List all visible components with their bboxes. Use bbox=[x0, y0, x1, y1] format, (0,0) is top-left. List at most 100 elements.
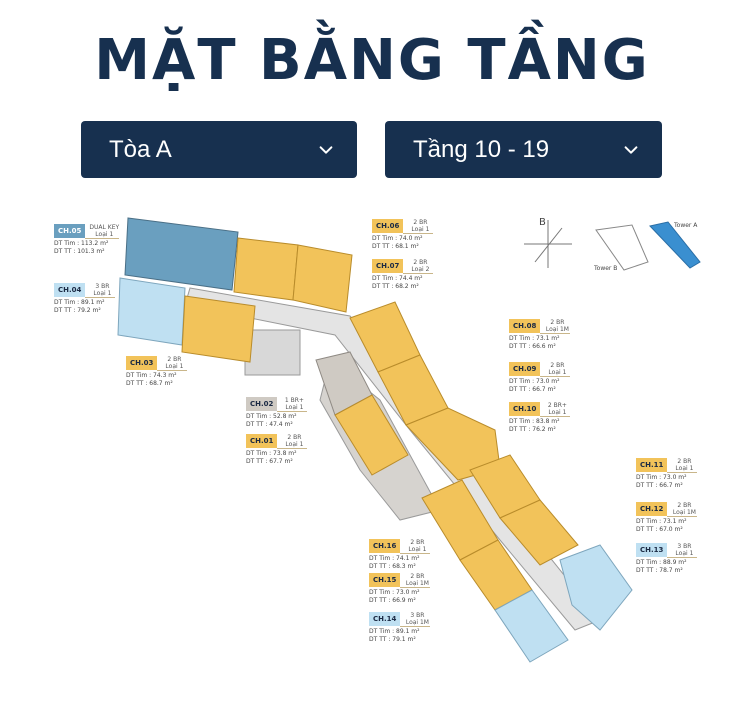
unit-variant: Loại 2 bbox=[411, 266, 430, 273]
unit-area-tim: DT Tim : 73.1 m² bbox=[636, 518, 687, 525]
unit-area-tim: DT Tim : 73.0 m² bbox=[636, 474, 687, 481]
unit-area-tt: DT TT : 79.2 m² bbox=[54, 307, 101, 314]
unit-area-tt: DT TT : 68.2 m² bbox=[372, 283, 419, 290]
unit-tag-ch10[interactable]: CH.10 2 BR+Loại 1 bbox=[509, 402, 571, 417]
unit-code: CH.07 bbox=[372, 259, 404, 273]
unit-area-tim: DT Tim : 73.0 m² bbox=[509, 378, 560, 385]
unit-bedrooms: 2 BR bbox=[550, 319, 565, 326]
unit-area-tim: DT Tim : 74.4 m² bbox=[372, 275, 423, 282]
unit-variant: Loại 1 bbox=[408, 546, 427, 553]
unit-bedrooms: 3 BR bbox=[410, 612, 425, 619]
unit-area-tim: DT Tim : 88.9 m² bbox=[636, 559, 687, 566]
unit-variant: Loại 1 bbox=[285, 441, 304, 448]
unit-area-tim: DT Tim : 113.2 m² bbox=[54, 240, 109, 247]
unit-bedrooms: 1 BR+ bbox=[284, 397, 304, 404]
unit-variant: Loại 1M bbox=[405, 619, 429, 626]
unit-code: CH.09 bbox=[509, 362, 541, 376]
unit-variant: Loại 1 bbox=[675, 550, 694, 557]
unit-bedrooms: 2 BR bbox=[413, 259, 428, 266]
unit-code: CH.01 bbox=[246, 434, 278, 448]
unit-variant: Loại 1 bbox=[285, 404, 304, 411]
unit-bedrooms: 2 BR+ bbox=[547, 402, 567, 409]
unit-area-tt: DT TT : 67.0 m² bbox=[636, 526, 683, 533]
unit-bedrooms: 2 BR bbox=[550, 362, 565, 369]
keymap-tower-a bbox=[649, 221, 701, 269]
unit-ch10 bbox=[405, 407, 501, 481]
page-title: MẶT BẰNG TẦNG bbox=[94, 28, 650, 93]
unit-bedrooms: 2 BR bbox=[410, 539, 425, 546]
unit-bedrooms: 2 BR bbox=[410, 573, 425, 580]
unit-ch13 bbox=[559, 544, 633, 631]
unit-area-tt: DT TT : 66.6 m² bbox=[509, 343, 556, 350]
unit-ch14 bbox=[494, 589, 569, 663]
unit-area-tt: DT TT : 101.3 m² bbox=[54, 248, 105, 255]
unit-code: CH.12 bbox=[636, 502, 668, 516]
unit-bedrooms: 2 BR bbox=[677, 502, 692, 509]
unit-variant: Loại 1 bbox=[165, 363, 184, 370]
building-select[interactable]: Tòa A bbox=[81, 121, 357, 178]
unit-ch07 bbox=[292, 244, 353, 313]
unit-variant: Loại 1 bbox=[93, 290, 112, 297]
unit-area-tt: DT TT : 67.7 m² bbox=[246, 458, 293, 465]
floor-plan bbox=[117, 217, 701, 663]
unit-ch03 bbox=[181, 295, 256, 363]
unit-area-tt: DT TT : 78.7 m² bbox=[636, 567, 683, 574]
unit-code: CH.10 bbox=[509, 402, 541, 416]
unit-area-tim: DT Tim : 74.3 m² bbox=[126, 372, 177, 379]
building-select-value: Tòa A bbox=[109, 135, 172, 163]
unit-code: CH.14 bbox=[369, 612, 401, 626]
unit-bedrooms: DUAL KEY bbox=[89, 224, 120, 231]
unit-code: CH.05 bbox=[54, 224, 86, 238]
unit-variant: Loại 1M bbox=[545, 326, 569, 333]
floor-select[interactable]: Tầng 10 - 19 bbox=[385, 121, 662, 178]
unit-area-tt: DT TT : 47.4 m² bbox=[246, 421, 293, 428]
unit-variant: Loại 1 bbox=[95, 231, 114, 238]
unit-area-tt: DT TT : 68.1 m² bbox=[372, 243, 419, 250]
unit-variant: Loại 1 bbox=[411, 226, 430, 233]
unit-ch12 bbox=[499, 499, 579, 566]
unit-area-tim: DT Tim : 89.1 m² bbox=[54, 299, 105, 306]
unit-code: CH.16 bbox=[369, 539, 401, 553]
tower-a-label: Tower A bbox=[674, 222, 698, 229]
unit-variant: Loại 1M bbox=[672, 509, 696, 516]
unit-area-tt: DT TT : 76.2 m² bbox=[509, 426, 556, 433]
unit-area-tt: DT TT : 66.7 m² bbox=[509, 386, 556, 393]
unit-code: CH.06 bbox=[372, 219, 404, 233]
unit-variant: Loại 1 bbox=[548, 409, 567, 416]
unit-area-tim: DT Tim : 52.8 m² bbox=[246, 413, 297, 420]
unit-type: 1 BR+Loại 1 bbox=[277, 397, 308, 412]
unit-code: CH.02 bbox=[246, 397, 278, 411]
chevron-down-icon bbox=[319, 145, 333, 154]
unit-bedrooms: 2 BR bbox=[287, 434, 302, 441]
unit-area-tt: DT TT : 68.7 m² bbox=[126, 380, 173, 387]
unit-code: CH.03 bbox=[126, 356, 158, 370]
unit-variant: Loại 1M bbox=[405, 580, 429, 587]
unit-variant: Loại 1 bbox=[675, 465, 694, 472]
unit-area-tt: DT TT : 66.9 m² bbox=[369, 597, 416, 604]
compass-label: B bbox=[539, 217, 546, 228]
unit-bedrooms: 3 BR bbox=[677, 543, 692, 550]
tower-b-label: Tower B bbox=[594, 265, 618, 272]
